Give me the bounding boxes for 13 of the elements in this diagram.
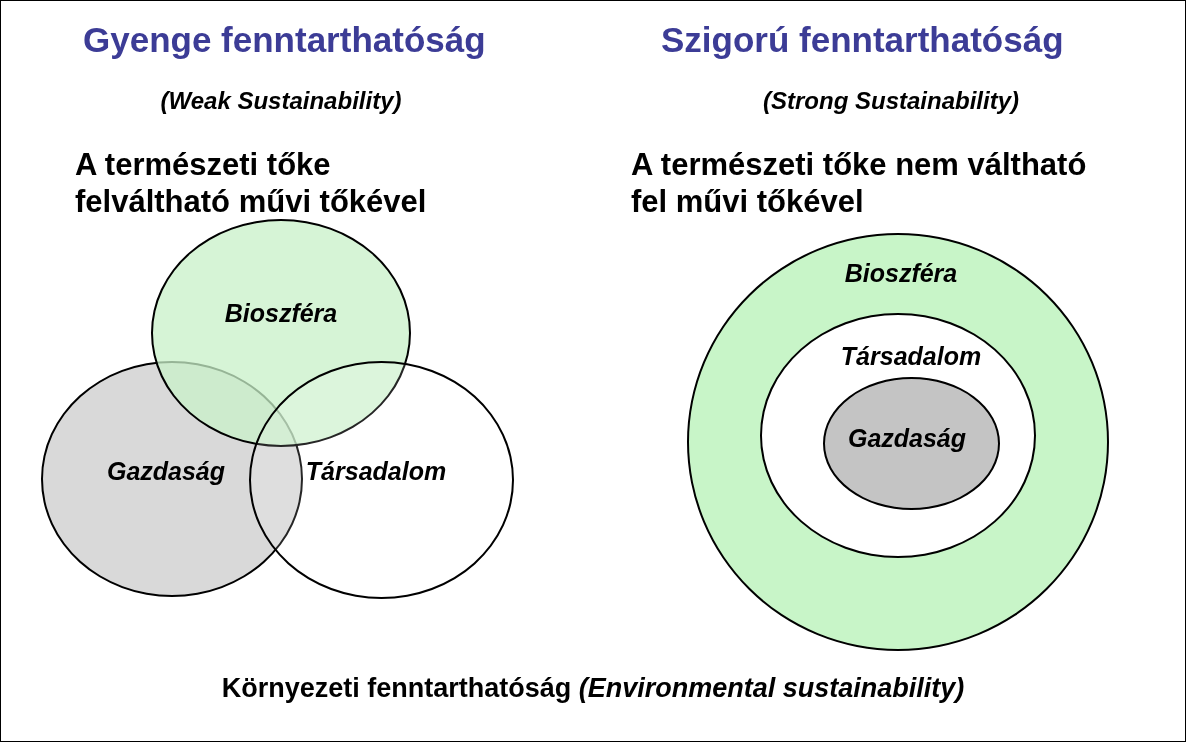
subheading: (Strong Sustainability): [762, 87, 1020, 116]
circle-label: Bioszféra: [844, 258, 958, 288]
circle-label: Társadalom: [840, 341, 982, 371]
heading: Gyenge fenntarthatóság: [83, 19, 487, 61]
subheading: (Weak Sustainability): [159, 87, 403, 116]
description-text: A természeti tőke felváltható művi tőkével: [75, 146, 428, 221]
caption: Környezeti fenntarthatóság (Environmental sustainability): [220, 673, 966, 704]
heading: Szigorú fenntarthatóság: [661, 19, 1065, 61]
circle-label: Gazdaság: [106, 456, 226, 486]
description-text: A természeti tőke nem váltható fel művi tőkével: [631, 146, 1088, 221]
circle-label: Gazdaság: [847, 423, 967, 453]
circle-label: Bioszféra: [224, 298, 338, 328]
circle-label: Társadalom: [305, 456, 447, 486]
